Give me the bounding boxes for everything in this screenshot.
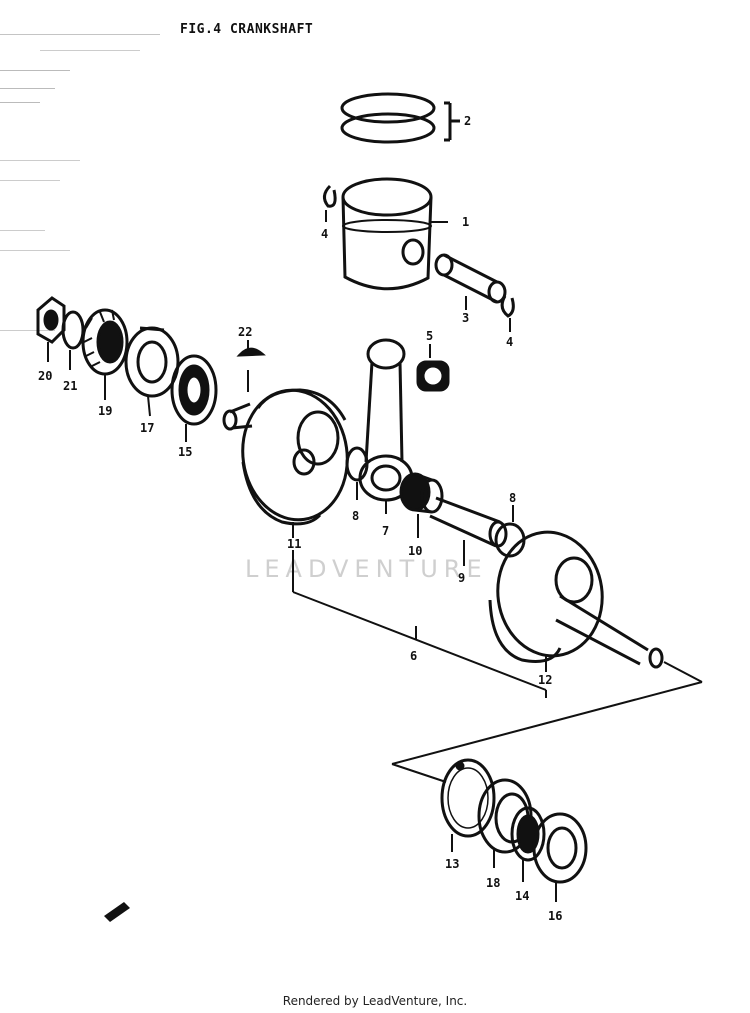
part-thrust-washer-right: [494, 505, 526, 558]
part-circlip-right: [500, 295, 515, 332]
callout-3: 3: [462, 311, 469, 325]
callout-22: 22: [238, 325, 252, 339]
part-washer: [61, 310, 85, 370]
callout-7: 7: [382, 524, 389, 538]
callout-6: 6: [410, 649, 417, 663]
part-retaining-ring: [510, 806, 546, 882]
callout-19: 19: [98, 404, 112, 418]
part-oil-seal-left: [170, 354, 218, 442]
callout-labels: 2 1 4 3 4 5 22 20 21 19 17 15 8 7 8 10 9…: [38, 114, 562, 923]
part-needle-bearing-small-end: [416, 344, 450, 392]
callout-14: 14: [515, 889, 529, 903]
callout-13: 13: [445, 857, 459, 871]
assembly-bracket: [292, 550, 547, 698]
callout-21: 21: [63, 379, 77, 393]
scan-mark: [104, 902, 130, 922]
part-woodruff-key: [236, 340, 266, 392]
scan-noise: [0, 34, 160, 331]
callout-11: 11: [287, 537, 301, 551]
part-crank-pin-bearing: [399, 472, 444, 538]
part-piston-rings: [340, 92, 460, 144]
part-crankshaft-left: [222, 388, 349, 538]
callout-8-right: 8: [509, 491, 516, 505]
callout-20: 20: [38, 369, 52, 383]
part-bearing-left: [124, 326, 180, 417]
callout-2: 2: [464, 114, 471, 128]
callout-4-left: 4: [321, 227, 328, 241]
part-piston: [341, 177, 448, 291]
part-crank-pin: [429, 496, 508, 566]
callout-15: 15: [178, 445, 192, 459]
callout-10: 10: [408, 544, 422, 558]
callout-9: 9: [458, 571, 465, 585]
callout-12: 12: [538, 673, 552, 687]
callout-4-right: 4: [506, 335, 513, 349]
callout-18: 18: [486, 876, 500, 890]
callout-1: 1: [462, 215, 469, 229]
callout-17: 17: [140, 421, 154, 435]
watermark-text: LEADVENTURE: [245, 555, 488, 583]
part-primary-drive-gear: [81, 308, 129, 400]
part-oil-seal-right: [532, 812, 588, 902]
part-thrust-washer-left: [345, 446, 369, 500]
part-nut: [36, 296, 66, 362]
footer-credit: Rendered by LeadVenture, Inc.: [282, 994, 468, 1008]
part-piston-pin: [434, 253, 507, 310]
part-shim: [440, 758, 496, 852]
figure-title: FIG.4 CRANKSHAFT: [180, 22, 314, 37]
callout-16: 16: [548, 909, 562, 923]
callout-5: 5: [426, 329, 433, 343]
part-circlip-left: [323, 184, 337, 222]
part-crankshaft-right: [488, 530, 664, 672]
callout-8-left: 8: [352, 509, 359, 523]
explode-line: [391, 661, 703, 783]
